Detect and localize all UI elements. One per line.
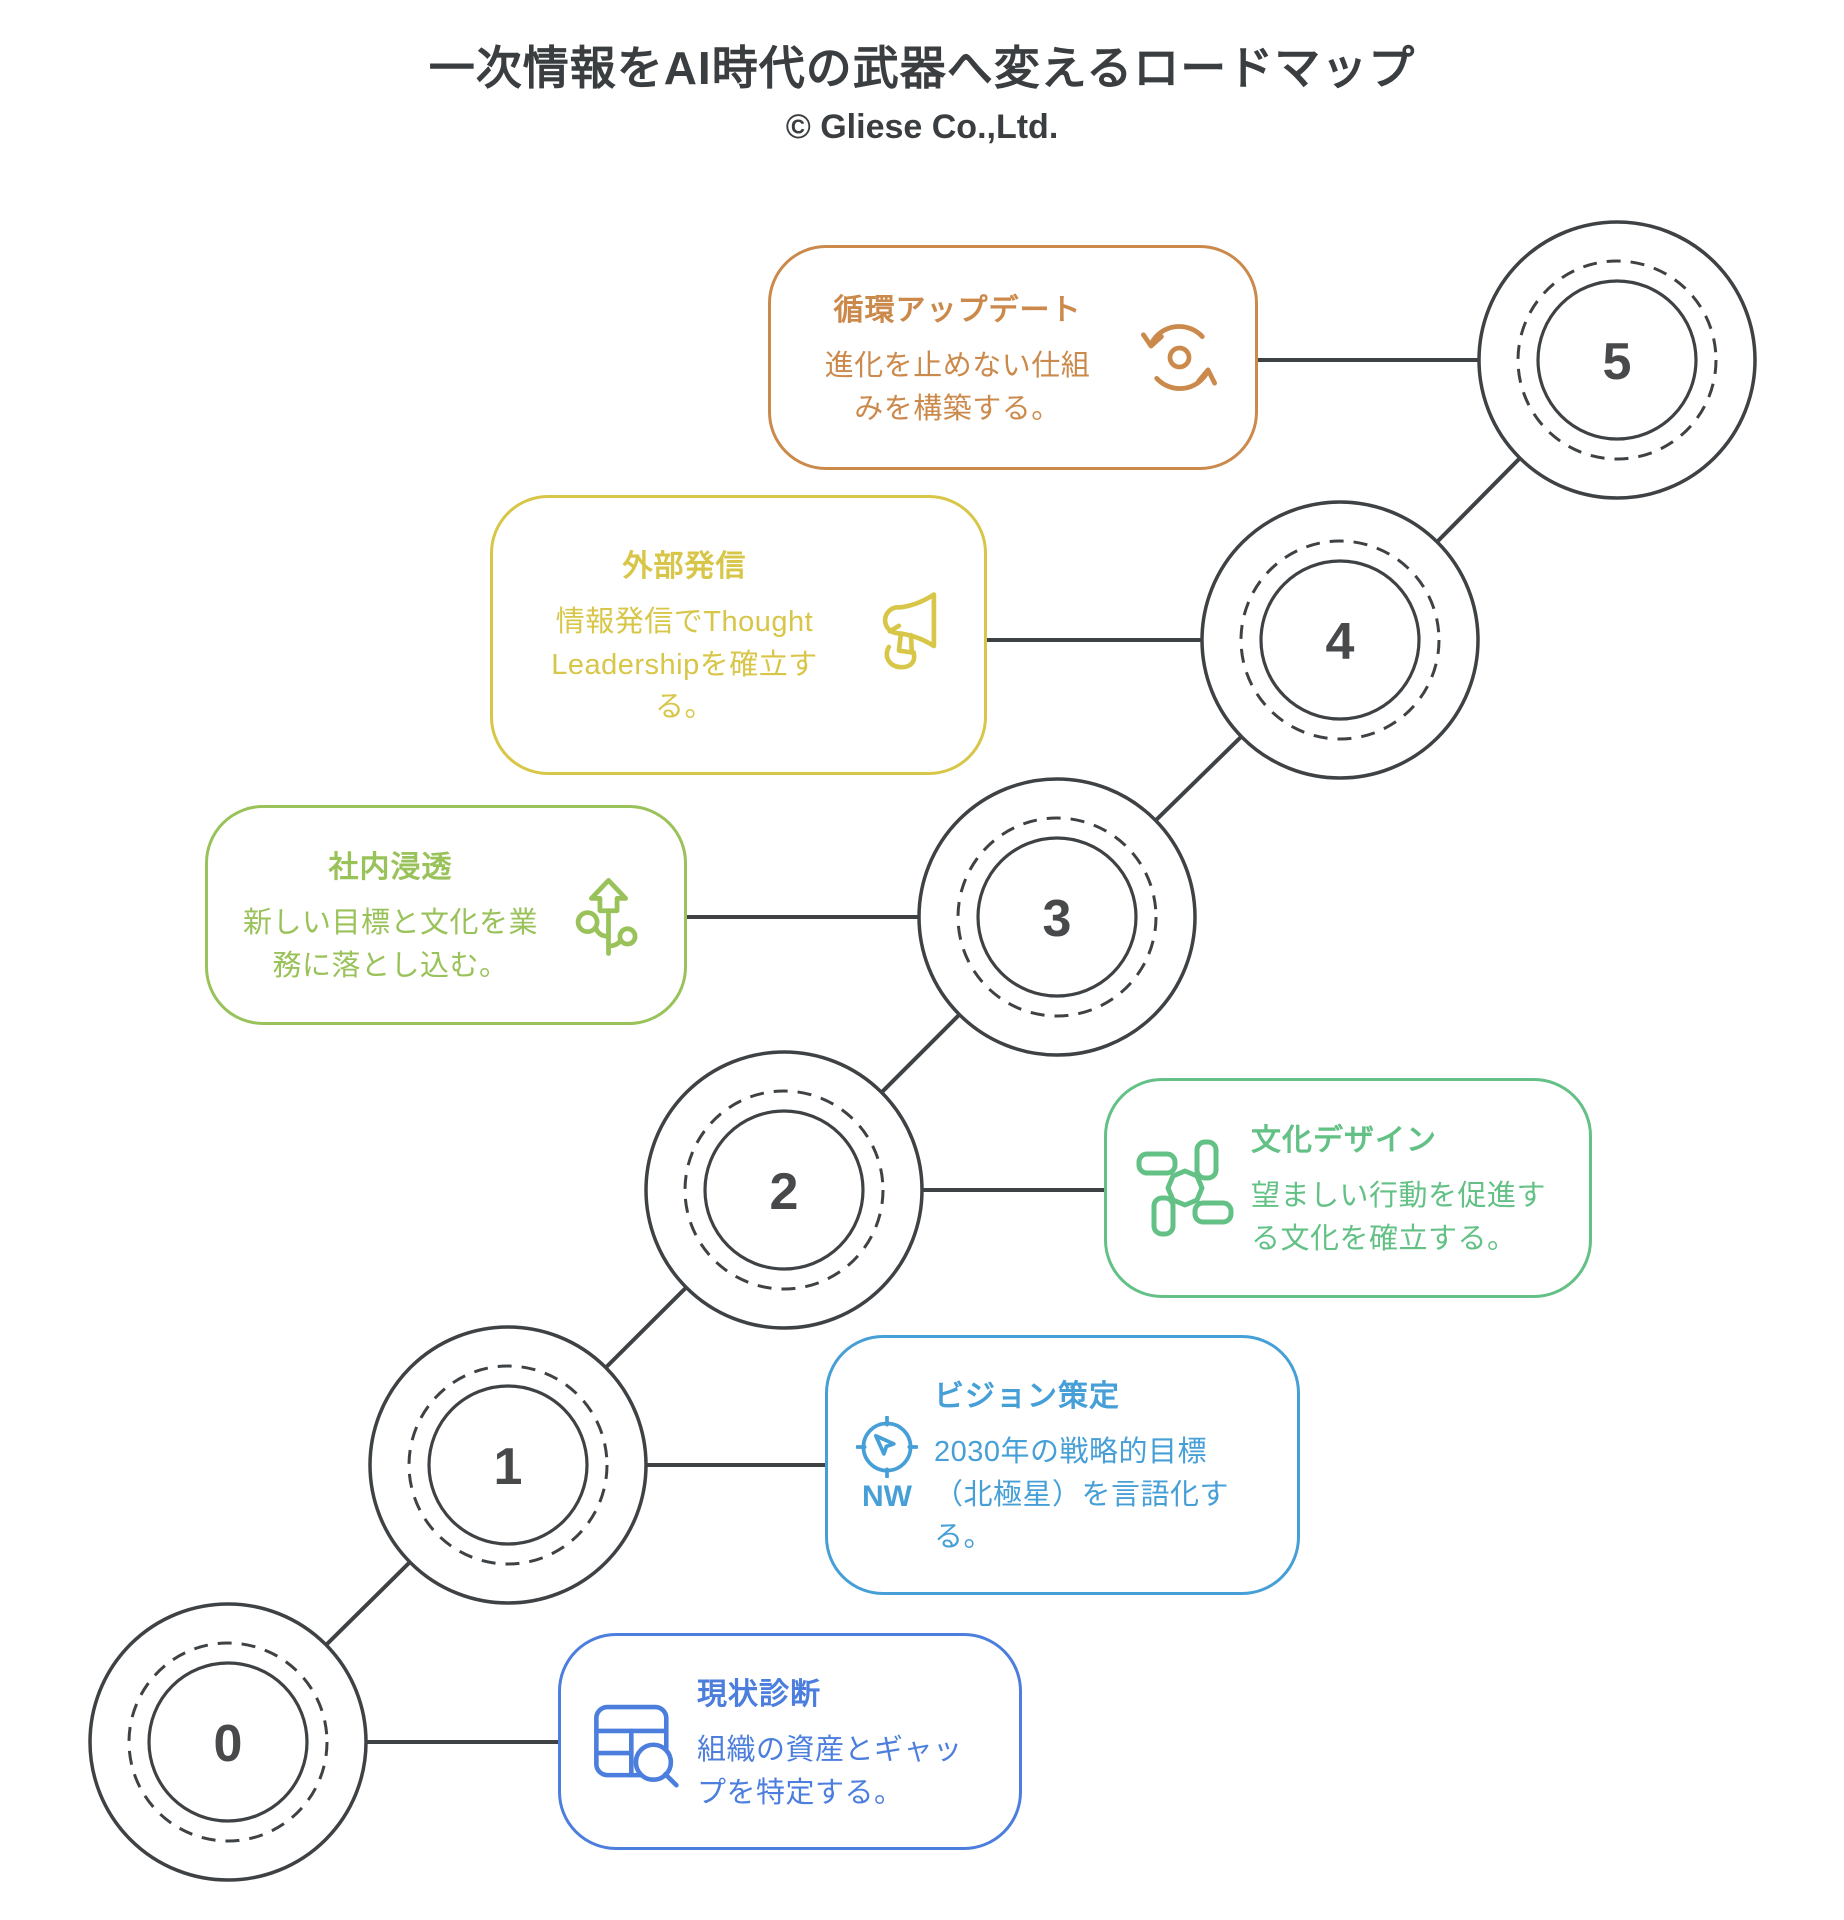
step-label: 現状診断	[697, 1677, 821, 1711]
step-node-4: 4	[1200, 500, 1480, 780]
step-box-current-state-diagnosis: 現状診断 組織の資産とギャップを特定する。	[558, 1633, 1022, 1850]
step-circle-inner	[427, 1384, 589, 1546]
step-number-5: 5	[1603, 333, 1632, 391]
megaphone-icon	[864, 589, 956, 681]
step-nodes: 0 1 2 3	[88, 220, 1757, 1882]
copyright-subtitle: © Gliese Co.,Ltd.	[785, 108, 1059, 146]
compass-icon: NW	[856, 1416, 918, 1514]
step-circle-inner	[703, 1109, 865, 1271]
refresh-icon	[1132, 310, 1227, 405]
step-description: 2030年の戦略的目標（北極星）を言語化する。	[934, 1435, 1230, 1554]
step-node-2: 2	[644, 1050, 924, 1330]
table-search-icon	[589, 1696, 681, 1788]
step-label: 社内浸透	[328, 851, 453, 885]
growth-icon	[561, 868, 656, 963]
step-circle-dashed	[956, 816, 1158, 1018]
step-number-2: 2	[770, 1163, 799, 1221]
step-circle-inner	[1536, 279, 1698, 441]
step-number-4: 4	[1326, 613, 1355, 671]
step-box-vision-setting: NW ビジョン策定 2030年の戦略的目標（北極星）を言語化する。	[825, 1335, 1300, 1595]
step-circle-inner	[976, 836, 1138, 998]
compass-caption: NW	[862, 1480, 912, 1513]
step-node-1: 1	[368, 1325, 648, 1605]
step-description: 組織の資産とギャップを特定する。	[697, 1733, 963, 1809]
step-circle-dashed	[1239, 539, 1441, 741]
diagram-header: 一次情報をAI時代の武器へ変えるロードマップ © Gliese Co.,Ltd.	[0, 32, 1844, 147]
step-number-1: 1	[494, 1438, 523, 1496]
step-label: ビジョン策定	[934, 1379, 1120, 1413]
step-box-internal-adoption: 社内浸透 新しい目標と文化を業務に落とし込む。	[205, 805, 687, 1025]
step-label: 循環アップデート	[833, 293, 1082, 327]
step-label: 文化デザイン	[1251, 1124, 1437, 1158]
step-node-5: 5	[1477, 220, 1757, 500]
step-circle-inner	[147, 1661, 309, 1823]
step-description: 進化を止めない仕組みを構築する。	[824, 349, 1091, 425]
step-node-3: 3	[917, 777, 1197, 1057]
step-number-0: 0	[214, 1715, 243, 1773]
teamwork-icon	[1135, 1138, 1235, 1238]
step-box-cyclic-update: 循環アップデート 進化を止めない仕組みを構築する。	[768, 245, 1258, 470]
step-circle-inner	[1259, 559, 1421, 721]
step-description: 新しい目標と文化を業務に落とし込む。	[242, 907, 538, 982]
step-box-culture-design: 文化デザイン 望ましい行動を促進する文化を確立する。	[1104, 1078, 1592, 1298]
step-box-external-communication: 外部発信 情報発信でThought Leadershipを確立する。	[490, 495, 987, 775]
step-number-3: 3	[1043, 890, 1072, 948]
step-circle-dashed	[683, 1089, 885, 1291]
step-circle-dashed	[1516, 259, 1718, 461]
step-label: 外部発信	[622, 549, 747, 583]
step-node-0: 0	[88, 1602, 368, 1882]
diagram-title: 一次情報をAI時代の武器へ変えるロードマップ	[428, 42, 1416, 94]
step-circle-dashed	[127, 1641, 329, 1843]
step-description: 情報発信でThought Leadershipを確立する。	[551, 605, 818, 724]
step-circle-dashed	[407, 1364, 609, 1566]
step-description: 望ましい行動を促進する文化を確立する。	[1251, 1180, 1547, 1255]
